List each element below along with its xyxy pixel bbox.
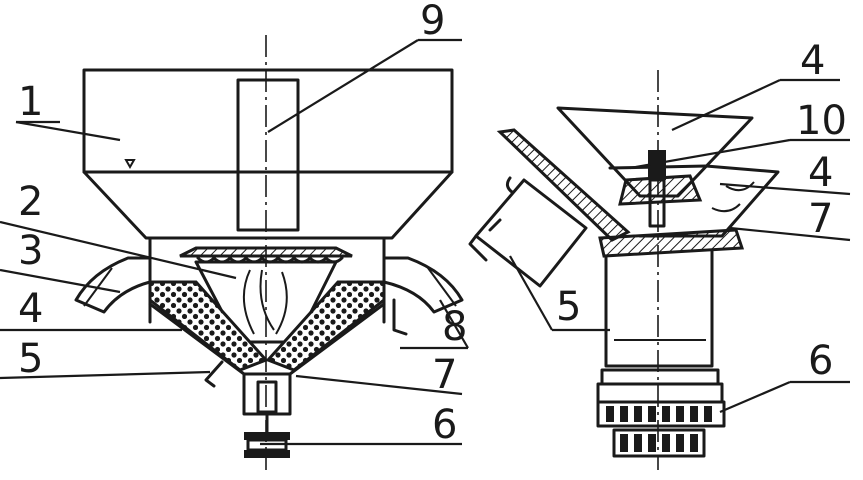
- drain-lever: [204, 360, 224, 388]
- upper-tank: [82, 68, 454, 240]
- label-r6: 6: [808, 338, 833, 384]
- leader-r4b: [719, 182, 851, 196]
- left-inlet-pipe: [74, 256, 152, 314]
- motor-terminal: [488, 218, 502, 232]
- leader-9: [267, 39, 419, 133]
- lower-collar-2: [596, 382, 724, 404]
- label-r4-lower: 4: [808, 150, 833, 196]
- central-tube: [236, 78, 300, 232]
- spindle-cap: [648, 150, 666, 180]
- coupling-teeth: [606, 406, 712, 422]
- filter-bed-left: [148, 280, 269, 372]
- label-r5: 5: [556, 284, 581, 330]
- leader-r10: [629, 138, 791, 170]
- support-bracket: [392, 298, 408, 336]
- cylinder-body: [604, 248, 714, 368]
- inlet-chute: [496, 128, 631, 242]
- leader-r6: [719, 380, 791, 414]
- spindle-nut: [256, 380, 278, 414]
- pulley-bottom: [244, 450, 290, 458]
- spindle-housing: [242, 372, 292, 416]
- leader-3: [0, 268, 121, 294]
- label-7: 7: [432, 352, 457, 398]
- base-wheel: [612, 428, 706, 458]
- rotor-blades: [242, 269, 288, 335]
- base-wheel-teeth: [620, 434, 698, 452]
- leader-1: [15, 120, 121, 142]
- label-1: 1: [18, 79, 43, 125]
- right-view: 4 10 4 7 5 6: [468, 38, 851, 470]
- right-outlet-pipe: [382, 256, 464, 314]
- label-r7: 7: [808, 196, 833, 242]
- outer-cone: [148, 302, 386, 376]
- label-6: 6: [432, 402, 457, 448]
- pulley-top: [244, 432, 290, 440]
- lower-collar-1: [600, 368, 720, 386]
- right-pipe-flange: [427, 267, 457, 307]
- level-marker-icon: [124, 159, 136, 170]
- coupling-ring: [596, 400, 726, 428]
- label-8: 8: [442, 304, 467, 350]
- label-r4-top: 4: [800, 38, 825, 84]
- label-r10: 10: [796, 98, 847, 144]
- leader-2: [0, 220, 237, 280]
- label-3: 3: [18, 228, 43, 274]
- left-view: 1 2 3 4 5 6 7 8 9: [0, 0, 469, 470]
- funnel-ribs: [711, 181, 755, 213]
- label-4: 4: [18, 286, 43, 332]
- filter-bed-right: [265, 280, 386, 372]
- base-plate: [598, 228, 745, 258]
- label-5: 5: [18, 336, 43, 382]
- distributor-plate: [179, 246, 353, 258]
- nozzle-collar: [618, 174, 703, 206]
- label-2: 2: [18, 179, 43, 225]
- chute-hook: [505, 176, 514, 194]
- leader-8: [439, 299, 469, 349]
- leader-7: [295, 374, 463, 396]
- leader-r4a: [671, 79, 781, 131]
- motor-end-cap: [468, 234, 488, 262]
- leader-r7: [729, 226, 851, 242]
- leader-5: [0, 370, 211, 380]
- leader-r5: [509, 255, 553, 331]
- label-9: 9: [420, 0, 445, 44]
